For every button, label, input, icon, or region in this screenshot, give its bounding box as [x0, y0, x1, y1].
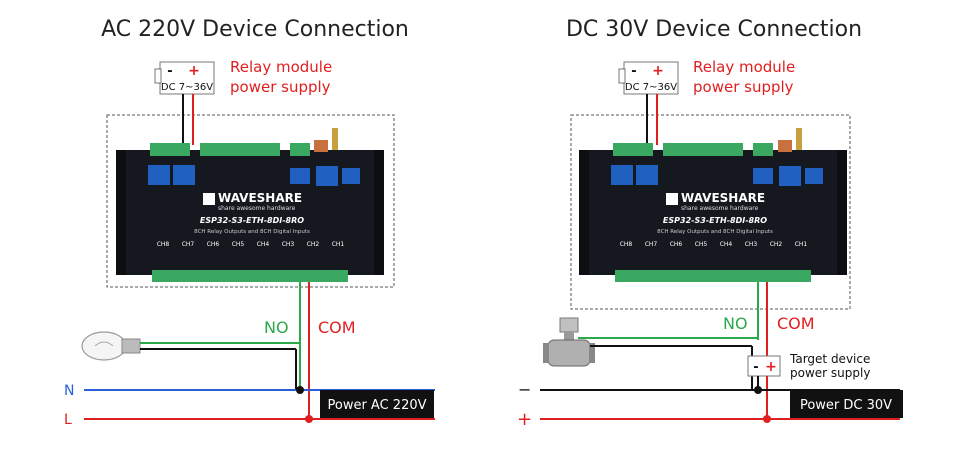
left-power-tag	[320, 390, 434, 418]
right-psu-plus: +	[652, 63, 664, 79]
left-ch-7: CH2	[307, 241, 320, 248]
right-relay-label-2: power supply	[693, 78, 794, 96]
right-ch-5: CH4	[720, 241, 733, 248]
left-ch-1: CH8	[157, 241, 170, 248]
left-module-brand: WAVESHARE	[218, 191, 302, 205]
left-psu-minus: -	[167, 64, 172, 79]
left-module-frame	[106, 114, 395, 288]
left-panel: AC 220V Device Connection - + DC 7~36V R…	[64, 17, 435, 428]
left-no-label: NO	[264, 318, 289, 337]
right-target-label-1: Target device	[789, 352, 870, 366]
right-ch-6: CH3	[745, 241, 758, 248]
right-module-tagline: share awesome hardware	[681, 205, 759, 212]
right-target-plus: +	[765, 359, 777, 375]
right-power-tag	[790, 390, 903, 418]
right-minus-label: −	[518, 380, 531, 399]
right-target-minus: -	[753, 360, 758, 375]
left-l-label: L	[64, 412, 72, 428]
right-psu-minus: -	[631, 64, 636, 79]
right-no-label: NO	[723, 314, 748, 333]
left-ch-8: CH1	[332, 241, 345, 248]
left-relay-module: WAVESHARE share awesome hardware ESP32-S…	[116, 128, 384, 282]
right-channel-labels: CH8 CH7 CH6 CH5 CH4 CH3 CH2 CH1	[620, 241, 808, 248]
right-ch-1: CH8	[620, 241, 633, 248]
right-plus-label: +	[517, 409, 532, 430]
left-ch-5: CH4	[257, 241, 270, 248]
right-psu-range: DC 7~36V	[625, 82, 677, 93]
right-title: DC 30V Device Connection	[566, 17, 862, 42]
right-ch-2: CH7	[645, 241, 658, 248]
right-module-model: ESP32-S3-ETH-8DI-8RO	[663, 216, 767, 225]
right-ch-7: CH2	[770, 241, 783, 248]
left-ch-4: CH5	[232, 241, 245, 248]
right-ch-8: CH1	[795, 241, 808, 248]
left-title: AC 220V Device Connection	[101, 17, 409, 42]
right-relay-label-1: Relay module	[693, 58, 795, 76]
left-ch-6: CH3	[282, 241, 295, 248]
left-module-desc: 8CH Relay Outputs and 8CH Digital Inputs	[194, 229, 310, 235]
left-psu-plus: +	[188, 63, 200, 79]
left-power-tag-text: Power AC 220V	[327, 398, 426, 413]
left-relay-label-2: power supply	[230, 78, 331, 96]
right-power-tag-text: Power DC 30V	[800, 398, 892, 413]
right-module-frame	[570, 114, 851, 310]
light-bulb-icon	[81, 331, 141, 361]
right-relay-psu: - + DC 7~36V	[618, 61, 679, 95]
right-panel: DC 30V Device Connection - + DC 7~36V Re…	[517, 17, 903, 430]
right-relay-module: WAVESHARE share awesome hardware ESP32-S…	[579, 128, 847, 282]
right-ch-3: CH6	[670, 241, 683, 248]
left-relay-psu: - + DC 7~36V	[154, 61, 215, 95]
left-psu-range: DC 7~36V	[161, 82, 213, 93]
left-module-tagline: share awesome hardware	[218, 205, 296, 212]
left-channel-labels: CH8 CH7 CH6 CH5 CH4 CH3 CH2 CH1	[157, 241, 345, 248]
solenoid-valve-icon	[543, 317, 595, 367]
right-target-psu: - +	[747, 355, 781, 377]
left-ch-2: CH7	[182, 241, 195, 248]
left-com-label: COM	[318, 318, 356, 337]
left-n-label: N	[64, 383, 74, 399]
right-module-brand: WAVESHARE	[681, 191, 765, 205]
left-relay-label-1: Relay module	[230, 58, 332, 76]
right-ch-4: CH5	[695, 241, 708, 248]
right-com-label: COM	[777, 314, 815, 333]
left-ch-3: CH6	[207, 241, 220, 248]
left-module-model: ESP32-S3-ETH-8DI-8RO	[200, 216, 304, 225]
right-module-desc: 8CH Relay Outputs and 8CH Digital Inputs	[657, 229, 773, 235]
right-target-label-2: power supply	[790, 366, 870, 380]
